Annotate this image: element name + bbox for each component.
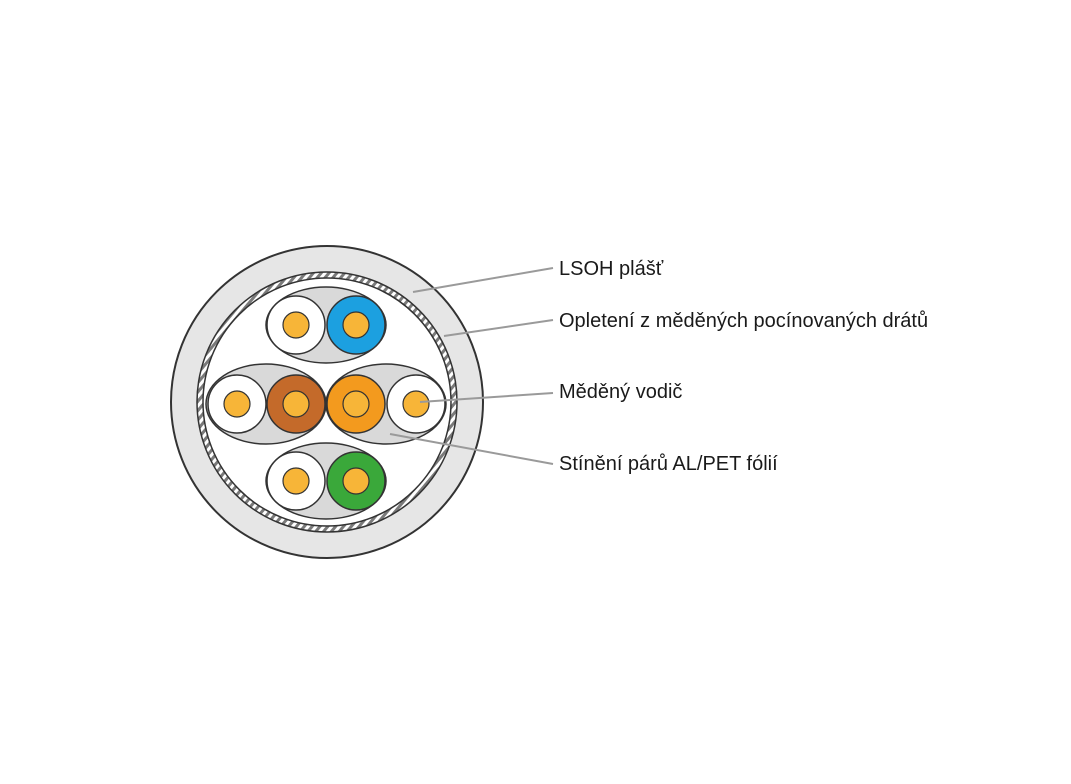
copper-conductor: [223, 390, 251, 418]
copper-conductor: [342, 311, 370, 339]
pair-brown: [207, 374, 326, 434]
pair-green: [266, 451, 386, 511]
leader-line-jacket: [412, 267, 554, 293]
leader-line-pair-shield: [389, 433, 554, 465]
copper-conductor: [342, 390, 370, 418]
copper-conductor: [282, 390, 310, 418]
pair-blue: [266, 295, 386, 355]
copper-conductor: [402, 390, 430, 418]
label-lsoh-jacket: LSOH plášť: [559, 258, 664, 280]
copper-conductor: [282, 467, 310, 495]
copper-conductor: [282, 311, 310, 339]
leader-line-braid: [443, 319, 554, 337]
label-copper-conductor: Měděný vodič: [559, 381, 683, 403]
leader-line-conductor: [419, 392, 554, 403]
label-braid: Opletení z měděných pocínovaných drátů: [559, 310, 929, 332]
label-pair-shield: Stínění párů AL/PET fólií: [559, 453, 778, 475]
copper-conductor: [342, 467, 370, 495]
pair-orange: [326, 374, 446, 434]
